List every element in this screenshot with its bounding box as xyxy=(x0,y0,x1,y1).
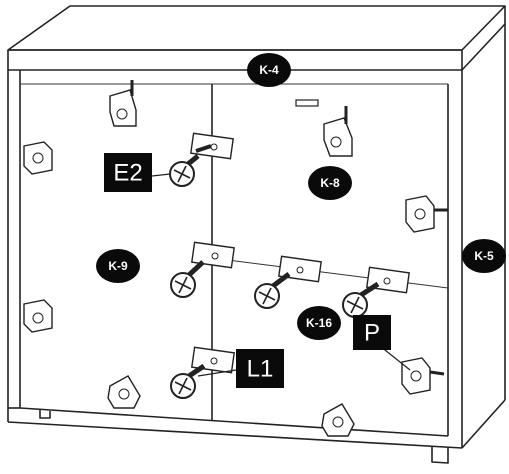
bracket-row xyxy=(23,80,448,437)
screw-l1-icon xyxy=(170,346,235,399)
badge-k8: K-8 xyxy=(308,166,352,200)
badge-k16: K-16 xyxy=(297,306,341,340)
bracket-icon xyxy=(323,106,353,157)
badge-k5: K-5 xyxy=(462,239,506,273)
badge-k9: K-9 xyxy=(96,249,140,283)
bracket-icon xyxy=(109,80,137,127)
label-p: P xyxy=(353,315,391,350)
screw-icon xyxy=(254,255,322,309)
screw-icon xyxy=(170,241,235,298)
badge-k4: K-4 xyxy=(247,53,291,87)
screw-row xyxy=(169,132,410,399)
badge-k4-label: K-4 xyxy=(259,63,279,77)
badge-k8-label: K-8 xyxy=(320,176,340,190)
label-l1: L1 xyxy=(236,349,284,388)
label-e2: E2 xyxy=(104,153,152,192)
label-l1-text: L1 xyxy=(247,356,274,383)
badge-k5-label: K-5 xyxy=(474,249,494,263)
badge-k9-label: K-9 xyxy=(108,259,128,273)
bracket-icon xyxy=(405,195,448,233)
label-p-text: P xyxy=(364,320,380,347)
screw-icon xyxy=(342,266,410,318)
screw-e2-icon xyxy=(169,132,234,187)
bracket-icon xyxy=(23,141,53,175)
bracket-icon xyxy=(107,375,141,409)
badge-k16-label: K-16 xyxy=(306,316,332,330)
bracket-icon xyxy=(23,299,53,333)
bracket-icon xyxy=(401,357,445,395)
bracket-icon xyxy=(321,403,355,437)
label-e2-text: E2 xyxy=(113,160,142,187)
